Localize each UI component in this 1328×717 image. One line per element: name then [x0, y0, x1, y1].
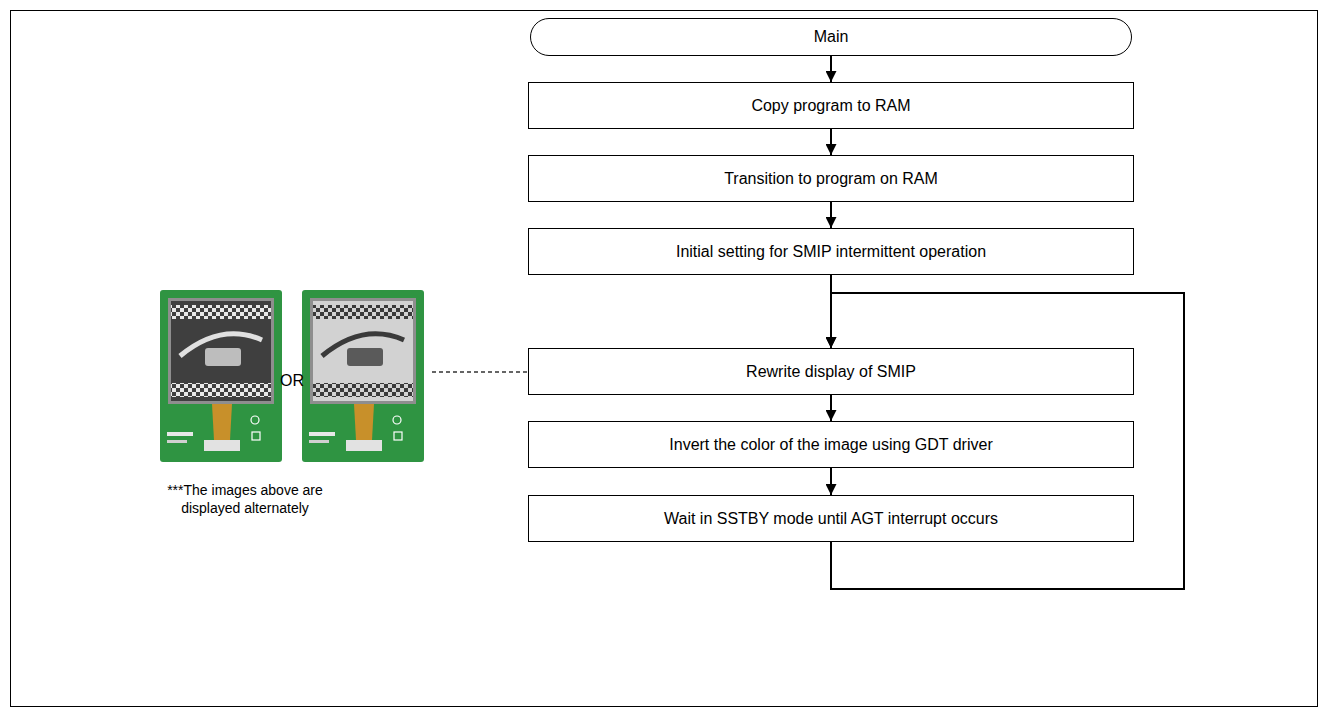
or-text: OR: [280, 371, 304, 391]
frame-border: [11, 11, 1318, 707]
checker-band: [171, 305, 271, 319]
board-icon: [251, 416, 259, 424]
logo-mark: [205, 348, 241, 366]
checker-band: [171, 383, 271, 397]
process-box: Rewrite display of SMIP: [528, 348, 1134, 395]
board-photo: [160, 290, 282, 462]
checker-band: [313, 383, 413, 397]
board-print: [309, 440, 329, 443]
connector: [346, 440, 382, 451]
logo-mark: [347, 348, 383, 366]
board-icon: [393, 416, 401, 424]
board-print: [167, 440, 187, 443]
flow-arrow: [830, 468, 832, 495]
board-pcb: [302, 290, 424, 462]
terminal-node: Main: [530, 18, 1132, 56]
process-box: Wait in SSTBY mode until AGT interrupt o…: [528, 495, 1134, 542]
board-icon: [252, 432, 260, 440]
lcd-frame: [310, 298, 416, 404]
lcd-frame: [168, 298, 274, 404]
box-text: Transition to program on RAM: [724, 169, 938, 188]
flow-arrow: [830, 129, 832, 155]
board-print: [309, 432, 335, 436]
process-box: Invert the color of the image using GDT …: [528, 421, 1134, 468]
lcd-screen: [313, 301, 413, 401]
box-text: Wait in SSTBY mode until AGT interrupt o…: [664, 509, 998, 528]
checker-band: [313, 305, 413, 319]
box-text: Copy program to RAM: [751, 96, 910, 115]
process-box: Transition to program on RAM: [528, 155, 1134, 202]
flow-arrow: [830, 395, 832, 421]
box-text: Invert the color of the image using GDT …: [669, 435, 992, 454]
dashed-leader: [432, 371, 527, 373]
flow-arrow: [830, 56, 832, 82]
image-caption: ***The images above are displayed altern…: [154, 482, 336, 517]
board-pcb: [160, 290, 282, 462]
flow-arrow: [830, 202, 832, 228]
process-box: Initial setting for SMIP intermittent op…: [528, 228, 1134, 275]
board-print: [167, 432, 193, 436]
box-text: Main: [814, 27, 849, 46]
connector: [204, 440, 240, 451]
board-photo: [302, 290, 424, 462]
box-text: Rewrite display of SMIP: [746, 362, 916, 381]
box-text: Initial setting for SMIP intermittent op…: [676, 242, 986, 261]
board-icon: [394, 432, 402, 440]
lcd-screen: [171, 301, 271, 401]
flex-cable: [354, 404, 374, 440]
process-box: Copy program to RAM: [528, 82, 1134, 129]
flex-cable: [212, 404, 232, 440]
